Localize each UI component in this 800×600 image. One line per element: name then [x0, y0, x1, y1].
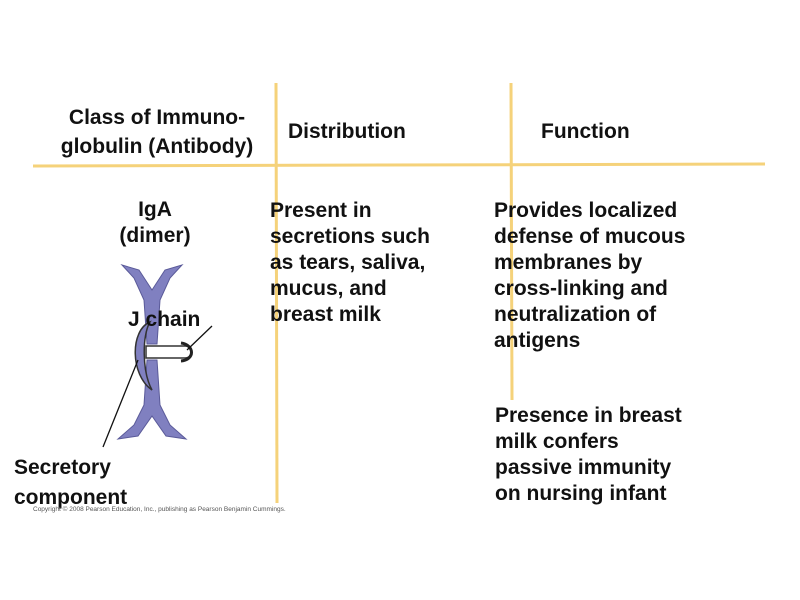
label-secretory-component: Secretory component	[14, 456, 128, 509]
column-divider-1	[274, 82, 279, 504]
secretory-pointer	[102, 359, 139, 448]
header-distribution: Distribution	[288, 120, 406, 143]
j-chain-pointer	[186, 325, 213, 351]
column-divider-2	[509, 82, 514, 401]
j-chain-shape	[145, 345, 192, 359]
distribution-text: Present in secretions such as tears, sal…	[270, 199, 430, 326]
secretory-component-shape	[134, 320, 153, 391]
antibody-upper-y-shape	[120, 264, 184, 345]
header-divider	[32, 162, 766, 168]
antibody-lower-y-shape	[116, 359, 188, 440]
antibody-class-name: IgA (dimer)	[119, 198, 191, 247]
label-j-chain: J chain	[128, 308, 201, 331]
copyright-notice: Copyright © 2008 Pearson Education, Inc.…	[33, 506, 286, 513]
header-function: Function	[541, 120, 630, 143]
j-chain-hook	[180, 341, 193, 363]
function-text-2: Presence in breast milk confers passive …	[495, 404, 682, 505]
header-class: Class of Immuno- globulin (Antibody)	[60, 106, 254, 158]
function-text-1: Provides localized defense of mucous mem…	[494, 199, 686, 352]
